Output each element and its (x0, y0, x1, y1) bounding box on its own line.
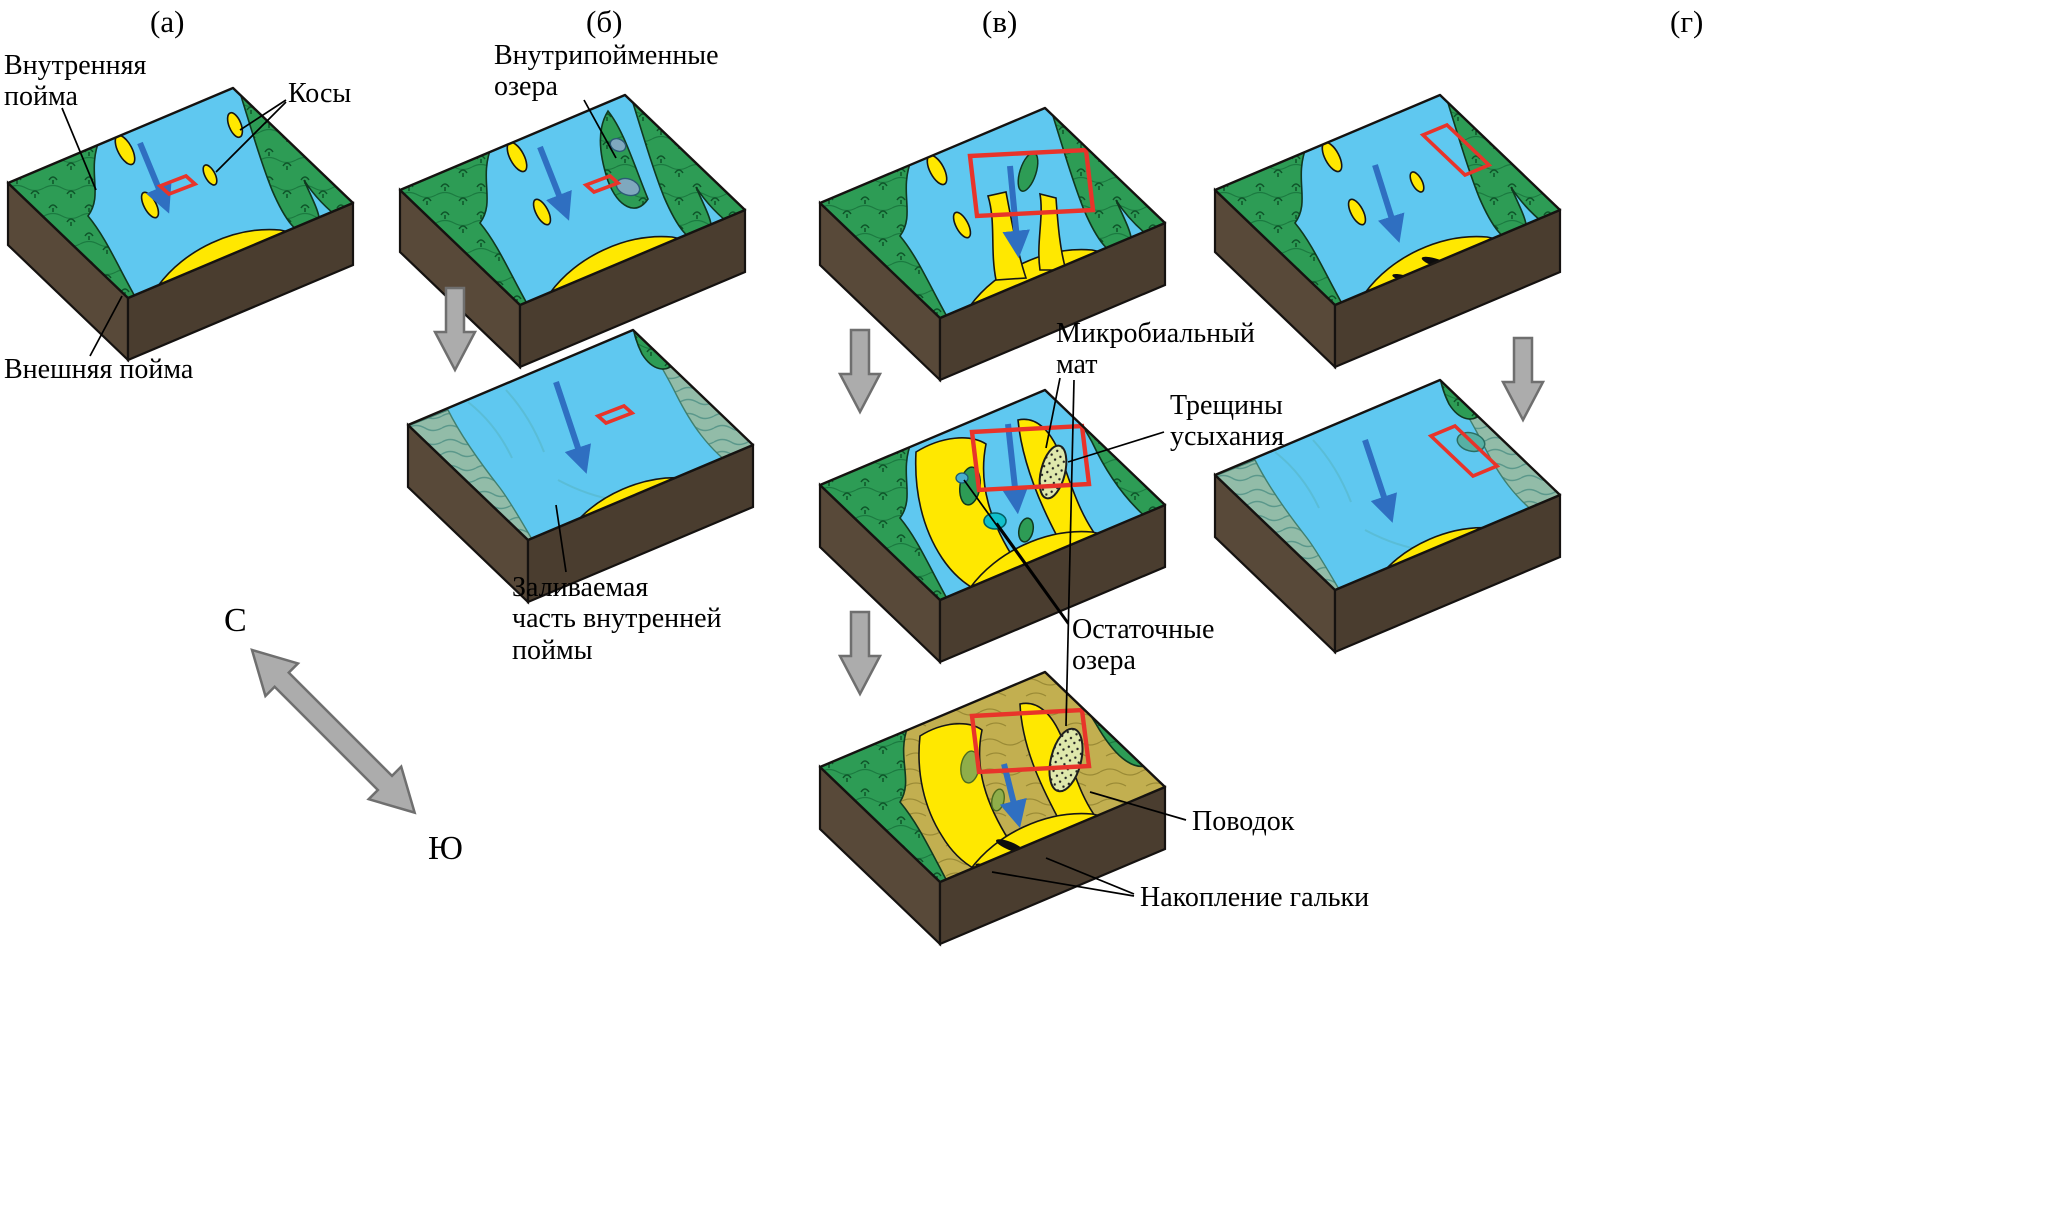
flow-direction-arrow (553, 381, 591, 474)
compass-south-label: Ю (428, 830, 463, 867)
panel-label-v: (в) (982, 4, 1018, 39)
label-microbial-mat: Микробиальный мат (1056, 318, 1255, 381)
stage-arrow-v-2 (838, 610, 882, 696)
study-area-marker (969, 707, 1092, 775)
block-b-initial (398, 93, 747, 370)
pointer-spit-1 (239, 99, 287, 131)
flow-direction-arrow (999, 763, 1027, 829)
label-flooded-inner-part: Заливаемая часть внутренней поймы (512, 572, 722, 666)
label-channel: Поводок (1192, 806, 1295, 837)
pointer-intra-lakes (583, 99, 617, 159)
label-residual-lakes: Остаточные озера (1072, 614, 1215, 677)
study-area-marker (156, 173, 199, 197)
pointer-lines (61, 99, 1187, 897)
block-v-initial (818, 106, 1167, 383)
pointer-mat-2 (1065, 379, 1075, 727)
block-a-initial (6, 86, 355, 363)
compass-arrow (250, 648, 417, 815)
study-area-marker (582, 173, 622, 195)
label-inner-floodplain: Внутренняя пойма (4, 50, 147, 113)
study-area-marker (1419, 122, 1493, 178)
microbial-mat-patch (1048, 727, 1084, 793)
label-spits: Косы (288, 78, 352, 109)
block-v-dried (818, 670, 1167, 947)
flow-direction-arrow (537, 145, 572, 221)
pointer-cracks (1067, 431, 1165, 463)
label-outer-floodplain: Внешняя пойма (4, 354, 194, 385)
panel-label-a: (а) (150, 4, 185, 39)
pointer-flooded-part (555, 504, 567, 573)
residual-lake (983, 512, 1007, 530)
study-area-marker (967, 147, 1096, 219)
flow-direction-arrow (1002, 165, 1030, 259)
panel-label-b: (б) (586, 4, 623, 39)
spit (202, 164, 218, 186)
pointer-pebbles-2 (991, 871, 1135, 897)
block-v-drying (818, 388, 1167, 665)
residual-lake (955, 472, 969, 484)
pointer-residual-1 (996, 522, 1069, 623)
study-area-marker (969, 423, 1092, 493)
label-pebble-accumulation: Накопление гальки (1140, 882, 1370, 913)
flow-direction-arrow (1372, 164, 1405, 243)
spit (1347, 198, 1367, 226)
flow-direction-arrow (1362, 439, 1397, 523)
flow-direction-arrow (137, 141, 172, 214)
spit (952, 211, 972, 239)
stage-arrow-v-1 (838, 328, 882, 414)
study-area-marker (594, 403, 636, 426)
block-b-flooded (406, 328, 755, 605)
pointer-channel (1089, 791, 1187, 821)
block-g-flooded (1213, 378, 1562, 655)
pointer-mat-1 (1045, 377, 1061, 449)
spit (1409, 171, 1425, 193)
stage-arrow-g (1501, 336, 1545, 422)
pointer-residual-2 (963, 479, 1069, 625)
flow-direction-arrow (1001, 423, 1029, 515)
pointer-inner-floodplain (61, 107, 97, 191)
spit (226, 111, 244, 139)
study-area-marker (1427, 423, 1501, 479)
label-desiccation-cracks: Трещины усыхания (1170, 390, 1285, 453)
pointer-outer-floodplain (89, 295, 123, 357)
label-intra-floodplain-lakes: Внутрипойменные озера (494, 40, 719, 103)
pointer-spit-2 (215, 101, 287, 173)
panel-label-g: (г) (1670, 4, 1704, 39)
compass-north-label: С (224, 602, 247, 639)
intra-floodplain-lake (609, 137, 627, 153)
pointer-pebbles-1 (1045, 857, 1135, 895)
